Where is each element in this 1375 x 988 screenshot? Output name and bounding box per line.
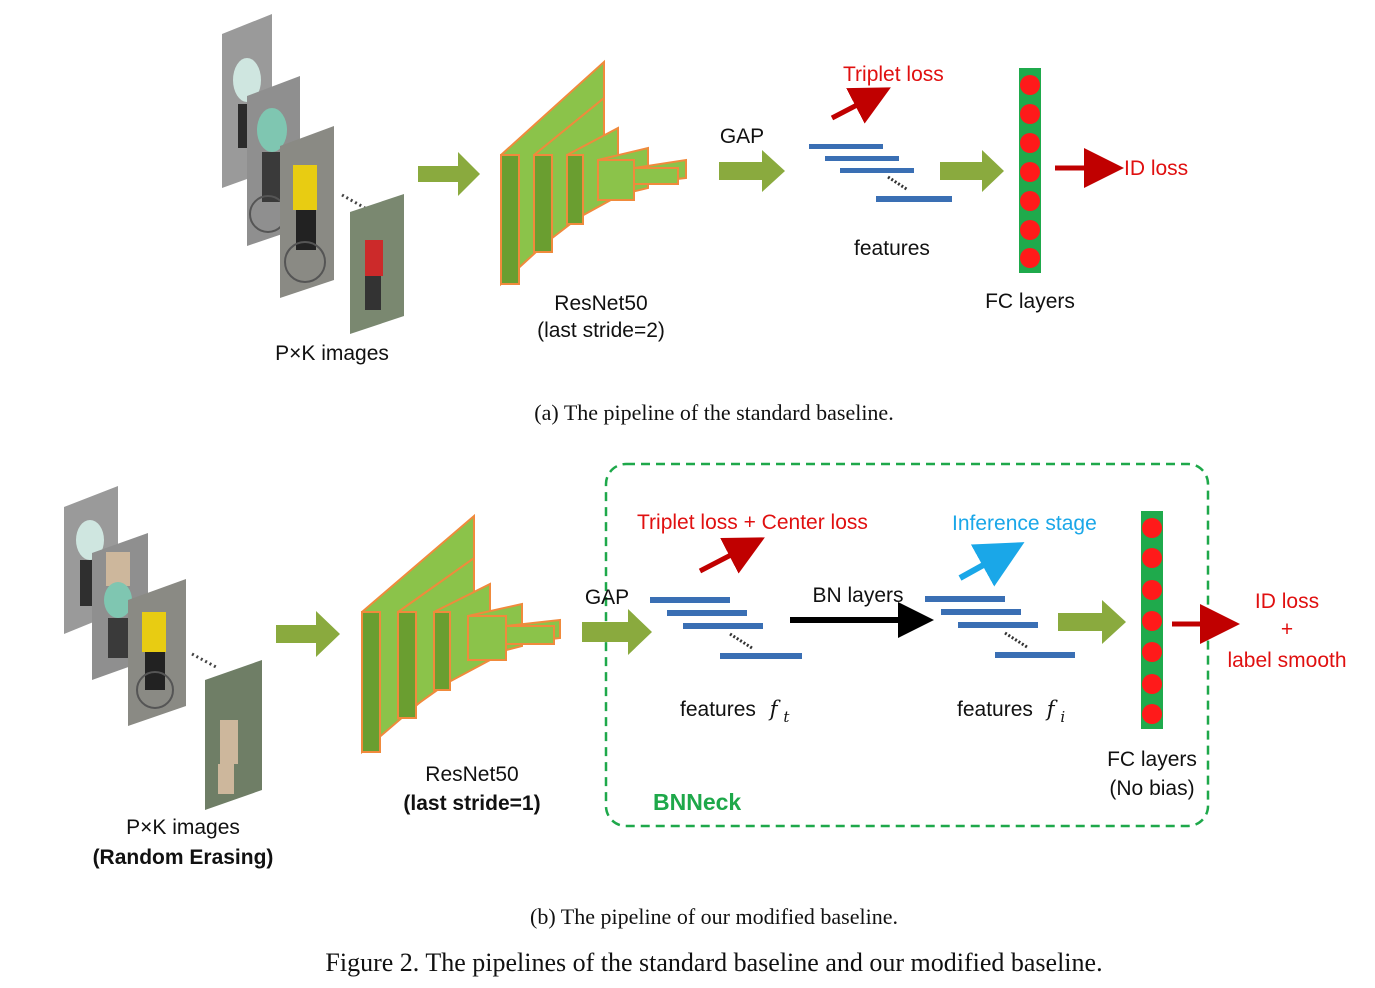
features-t-text: features <box>680 698 756 721</box>
triplet-center-loss-arrow <box>698 537 765 574</box>
bnneck-label: BNNeck <box>653 789 741 815</box>
inference-stage-arrow <box>958 542 1025 587</box>
triplet-loss-arrow <box>830 87 891 124</box>
id-loss-label: ID loss <box>1255 590 1319 613</box>
input-image-stack <box>64 486 262 810</box>
person-image <box>205 660 262 810</box>
gap-arrow <box>719 150 785 192</box>
input-label: P×K images <box>126 816 240 839</box>
label-smooth-label: label smooth <box>1227 649 1346 672</box>
features-i-symbol: f <box>1045 697 1058 721</box>
backbone-sublabel: (last stride=2) <box>537 319 665 342</box>
id-loss-label: ID loss <box>1124 157 1188 180</box>
backbone-sublabel: (last stride=1) <box>403 792 540 815</box>
fc-label: FC layers <box>1107 748 1197 771</box>
triplet-center-loss-label: Triplet loss + Center loss <box>637 511 868 534</box>
backbone-label: ResNet50 <box>554 292 647 315</box>
features-t-subscript: t <box>783 708 790 726</box>
inference-stage-label: Inference stage <box>952 512 1097 535</box>
panel-a: P×K images ResNet50 (last stride=2) GAP <box>222 14 1188 425</box>
flow-arrow <box>418 152 480 196</box>
features-t-label: features f t <box>680 697 790 726</box>
fc-sublabel: (No bias) <box>1109 777 1194 800</box>
figure-caption: Figure 2. The pipelines of the standard … <box>325 948 1102 977</box>
gap-arrow <box>582 609 652 655</box>
fc-layer <box>1019 68 1041 273</box>
person-image <box>350 194 404 334</box>
backbone-label: ResNet50 <box>425 763 518 786</box>
input-label: P×K images <box>275 342 389 365</box>
input-image-stack <box>222 14 404 334</box>
features-i-label: features f i <box>957 697 1065 726</box>
bnneck-box <box>604 462 1210 828</box>
features-t-symbol: f <box>768 697 781 721</box>
caption-a: (a) The pipeline of the standard baselin… <box>534 400 893 425</box>
triplet-loss-label: Triplet loss <box>843 63 944 86</box>
person-image <box>280 126 334 298</box>
input-sublabel: (Random Erasing) <box>93 846 274 869</box>
person-image <box>128 579 186 726</box>
gap-label: GAP <box>585 586 629 609</box>
flow-arrow <box>1058 600 1126 644</box>
fc-layer <box>1141 511 1163 729</box>
gap-label: GAP <box>720 125 764 148</box>
flow-arrow <box>940 150 1004 192</box>
caption-b: (b) The pipeline of our modified baselin… <box>530 904 898 929</box>
fc-label: FC layers <box>985 290 1075 313</box>
feature-bars-i <box>925 596 1075 658</box>
feature-bars-t <box>650 597 802 659</box>
plus-label: + <box>1281 618 1293 641</box>
feature-bars <box>809 144 952 202</box>
features-i-text: features <box>957 698 1033 721</box>
resnet-backbone <box>361 513 561 755</box>
flow-arrow <box>276 611 340 657</box>
bn-layers-label: BN layers <box>812 584 903 607</box>
features-label: features <box>854 237 930 260</box>
features-i-subscript: i <box>1060 708 1065 726</box>
resnet-backbone <box>500 59 687 287</box>
panel-b: P×K images (Random Erasing) ResNet50 (la… <box>64 462 1347 929</box>
